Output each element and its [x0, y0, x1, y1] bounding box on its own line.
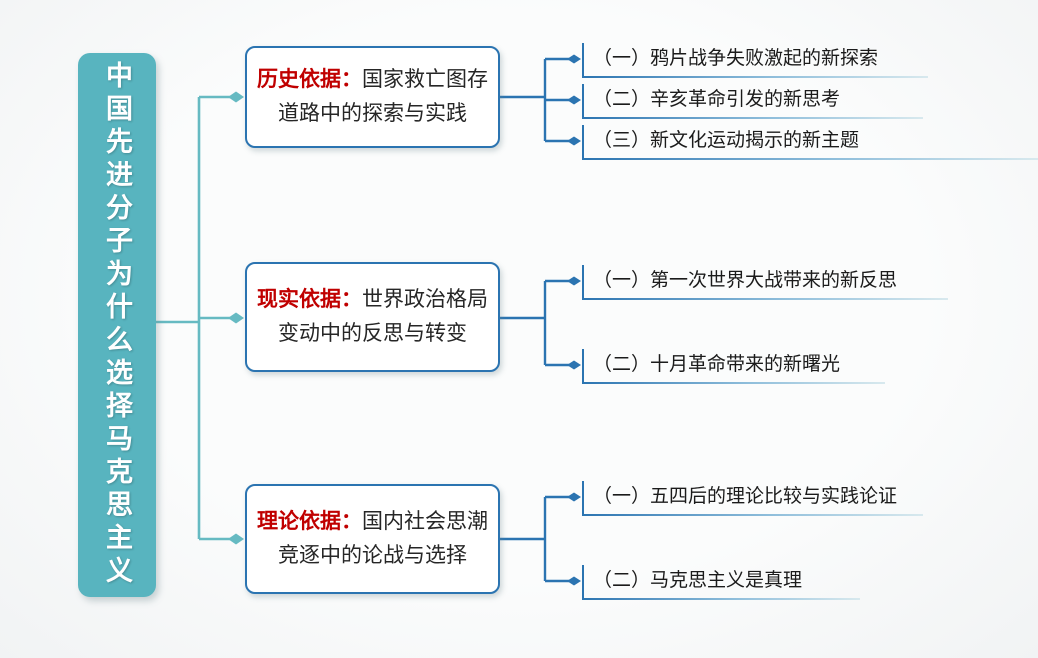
leaf-underline [582, 514, 923, 516]
leaf-item: （二）马克思主义是真理 [582, 565, 860, 600]
central-topic-text: 中国先进分子为什么选择马克思主义 [102, 61, 132, 589]
leaf-item: （一）第一次世界大战带来的新反思 [582, 265, 948, 300]
leaf-underline [582, 298, 948, 300]
leaf-item: （一）五四后的理论比较与实践论证 [582, 481, 923, 516]
leaf-underline [582, 158, 1038, 160]
central-branch-connectors [156, 91, 244, 545]
connector-arrow [567, 576, 581, 586]
leaf-text: （二）马克思主义是真理 [593, 570, 803, 591]
connector-arrow [567, 492, 581, 502]
leaf-text: （二）十月革命带来的新曙光 [593, 354, 841, 375]
connector-arrow [228, 533, 244, 545]
central-topic-node: 中国先进分子为什么选择马克思主义 [78, 53, 156, 597]
leaf-underline [582, 117, 923, 119]
branch-body: 国家救亡图存道路中的探索与实践 [278, 68, 488, 125]
connector-arrow [567, 136, 581, 146]
connector-line [500, 279, 570, 367]
connector-arrow [567, 276, 581, 286]
branch-label: 历史依据： [257, 68, 362, 91]
leaf-text: （一）第一次世界大战带来的新反思 [593, 270, 898, 291]
leaf-underline [582, 382, 885, 384]
connector-arrow [567, 360, 581, 370]
leaf-text: （二）辛亥革命引发的新思考 [593, 89, 841, 110]
branch-body: 国内社会思潮竞逐中的论战与选择 [278, 510, 488, 567]
leaf-underline [582, 76, 928, 78]
leaf-item: （一）鸦片战争失败激起的新探索 [582, 43, 928, 78]
connector-arrow [228, 91, 244, 103]
leaf-text: （一）五四后的理论比较与实践论证 [593, 486, 898, 507]
branch-text: 历史依据：国家救亡图存道路中的探索与实践 [247, 63, 498, 131]
leaf-text: （一）鸦片战争失败激起的新探索 [593, 48, 879, 69]
connector-arrow [228, 312, 244, 324]
branch-leaf-connectors [500, 54, 581, 586]
connector-line [500, 495, 570, 583]
leaf-item: （三）新文化运动揭示的新主题 [582, 125, 1038, 160]
branch-node-theoretical-basis: 理论依据：国内社会思潮竞逐中的论战与选择 [245, 484, 500, 594]
branch-body: 世界政治格局变动中的反思与转变 [278, 288, 488, 345]
leaf-text: （三）新文化运动揭示的新主题 [593, 130, 860, 151]
leaf-item: （二）十月革命带来的新曙光 [582, 349, 885, 384]
branch-node-historical-basis: 历史依据：国家救亡图存道路中的探索与实践 [245, 46, 500, 148]
branch-text: 现实依据：世界政治格局变动中的反思与转变 [247, 283, 498, 351]
branch-text: 理论依据：国内社会思潮竞逐中的论战与选择 [247, 505, 498, 573]
connector-line [500, 57, 570, 143]
branch-label: 现实依据： [257, 288, 362, 311]
connector-line [156, 95, 231, 541]
branch-node-practical-basis: 现实依据：世界政治格局变动中的反思与转变 [245, 262, 500, 372]
connector-arrow [567, 95, 581, 105]
branch-label: 理论依据： [257, 510, 362, 533]
connector-arrow [567, 54, 581, 64]
leaf-underline [582, 598, 860, 600]
leaf-item: （二）辛亥革命引发的新思考 [582, 84, 923, 119]
